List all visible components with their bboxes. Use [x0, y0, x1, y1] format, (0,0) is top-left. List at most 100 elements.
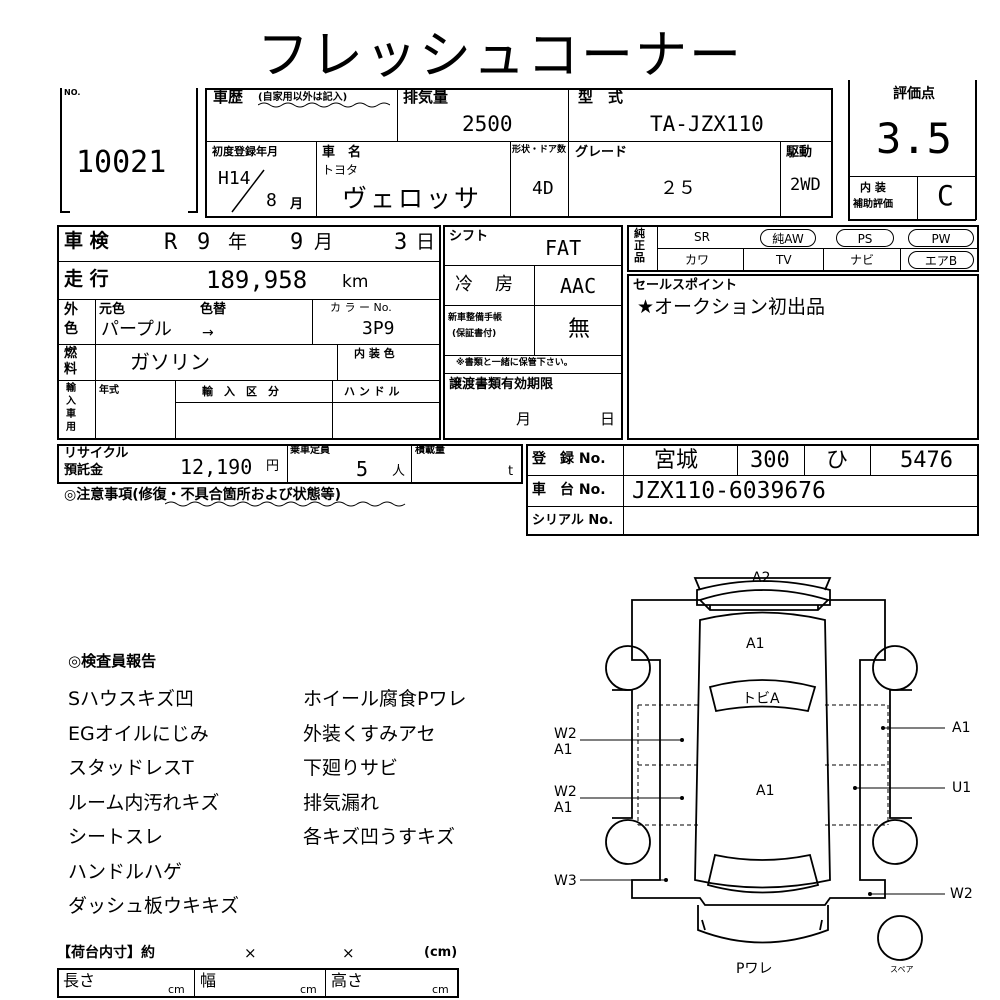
- middle-grid: [443, 225, 623, 440]
- diagram-roof-label: A1: [756, 783, 775, 799]
- manual-label-1: 新車整備手帳: [448, 313, 503, 323]
- date-slash: [231, 169, 265, 213]
- first-reg-month-unit: 月: [290, 197, 304, 212]
- grade-value: ２５: [660, 178, 696, 199]
- manual-note: ※書類と一緒に保管下さい。: [456, 358, 573, 368]
- interior-color-label: 内 装 色: [354, 347, 395, 360]
- ac-value: AAC: [560, 274, 597, 298]
- mileage-unit: km: [342, 272, 369, 292]
- history-label: 車歴: [213, 88, 244, 106]
- cargo-grid: [57, 968, 459, 998]
- registration-label: 登 録 No.: [532, 451, 606, 467]
- interior-label-1: 内 装: [860, 181, 886, 194]
- first-reg-month: 8: [266, 190, 277, 211]
- import-label-1: 輸: [66, 383, 76, 394]
- option-navi[interactable]: ナビ: [850, 253, 875, 267]
- vehicle-info-grid: [205, 88, 833, 218]
- recycle-row: [57, 444, 523, 484]
- model-label: 型 式: [578, 88, 624, 106]
- report-item: EGオイルにじみ: [68, 722, 209, 745]
- notes-underline: [165, 501, 406, 507]
- inspection-month-unit: 月: [314, 231, 334, 253]
- car-name-label: 車 名: [322, 145, 362, 160]
- color-label-2: 色: [64, 321, 78, 337]
- report-item: 各キズ凹うすキズ: [303, 826, 456, 848]
- import-label-4: 用: [66, 422, 76, 433]
- option-power-steering[interactable]: PS: [836, 229, 894, 247]
- cargo-width-unit: cm: [300, 983, 317, 996]
- recycle-value: 12,190: [180, 455, 253, 479]
- recycle-unit: 円: [266, 459, 280, 474]
- cargo-length-unit: cm: [168, 983, 185, 996]
- model-value: TA-JZX110: [650, 112, 764, 136]
- form-title: フレッシュコーナー: [256, 26, 743, 86]
- option-airbag[interactable]: エアB: [908, 251, 974, 269]
- history-underline: [258, 102, 390, 108]
- interior-score-value: C: [937, 179, 954, 212]
- load-label: 積載量: [415, 445, 445, 456]
- capacity-label: 乗車定員: [290, 445, 330, 456]
- import-label-3: 車: [66, 409, 76, 420]
- color-label-1: 外: [64, 302, 78, 318]
- shift-label: シフト: [449, 229, 489, 244]
- recycle-label-1: リサイクル: [64, 446, 129, 461]
- handle-label: ハ ン ド ル: [344, 385, 400, 398]
- interior-label-2: 補助評価: [853, 199, 893, 210]
- recycle-label-2: 預託金: [64, 463, 104, 478]
- option-sr[interactable]: SR: [694, 230, 710, 244]
- lot-no-label: NO.: [64, 88, 81, 97]
- report-item: 外装くすみアセ: [303, 722, 436, 745]
- report-left-list: Sハウスキズ凹 EGオイルにじみ スタッドレスT ルーム内汚れキズ シートスレ …: [68, 684, 239, 926]
- details-grid: [57, 225, 441, 440]
- displacement-value: 2500: [462, 112, 513, 136]
- diagram-windshield-label: トビA: [742, 691, 780, 707]
- diagram-right-bottom: W2: [950, 886, 973, 902]
- color-code-value: 3P9: [362, 318, 395, 339]
- car-maker: トヨタ: [322, 163, 359, 177]
- cargo-x2: ×: [342, 944, 355, 962]
- inspection-day-unit: 日: [416, 231, 436, 253]
- report-item: ホイール腐食Pワレ: [303, 688, 467, 710]
- cargo-height-label: 高さ: [331, 971, 364, 990]
- report-item: 下廻りサビ: [303, 757, 399, 779]
- diagram-left-front-2: A1: [554, 742, 573, 758]
- chassis-label: 車 台 No.: [532, 482, 606, 498]
- score-value: 3.5: [876, 114, 952, 163]
- option-leather[interactable]: カワ: [685, 253, 710, 267]
- import-label-2: 入: [66, 396, 76, 407]
- fuel-value: ガソリン: [130, 350, 210, 374]
- report-item: 排気漏れ: [303, 791, 380, 814]
- color-change-label: 色替: [200, 302, 227, 317]
- report-item: ハンドルハゲ: [68, 860, 183, 883]
- inspection-month: 9: [290, 230, 304, 255]
- diagram-right-rear: U1: [952, 780, 972, 796]
- cargo-x1: ×: [244, 944, 257, 962]
- fuel-label-1: 燃: [64, 346, 78, 361]
- body-type-value: 4D: [532, 178, 554, 199]
- car-damage-diagram: [580, 577, 945, 961]
- report-item: シートスレ: [68, 826, 164, 848]
- shift-value: FAT: [545, 236, 582, 260]
- option-alloy-wheel[interactable]: 純AW: [760, 229, 816, 247]
- inspection-year-unit: 年: [228, 231, 248, 253]
- report-label: ◎検査員報告: [68, 652, 157, 670]
- option-power-window[interactable]: PW: [908, 229, 974, 247]
- color-arrow: →: [202, 325, 214, 341]
- option-tv[interactable]: TV: [776, 253, 792, 267]
- cargo-unit-label: (cm): [424, 945, 458, 960]
- registration-number: 5476: [900, 448, 953, 473]
- history-note: (自家用以外は記入): [258, 92, 348, 103]
- registration-class: 300: [750, 448, 790, 473]
- diagram-left-bottom: W3: [554, 873, 577, 889]
- sales-point-label: セールスポイント: [633, 278, 738, 293]
- registration-grid: [526, 444, 979, 536]
- body-type-label: 形状・ドア数: [512, 145, 567, 155]
- inspection-label: 車 検: [64, 230, 109, 252]
- diagram-right-front: A1: [952, 720, 971, 736]
- diagram-left-rear-1: W2: [554, 784, 577, 800]
- import-year-label: 年式: [99, 385, 119, 396]
- serial-label: シリアル No.: [532, 513, 614, 528]
- diagram-left-front-1: W2: [554, 726, 577, 742]
- cargo-height-unit: cm: [432, 983, 449, 996]
- inspection-year: 9: [197, 230, 211, 255]
